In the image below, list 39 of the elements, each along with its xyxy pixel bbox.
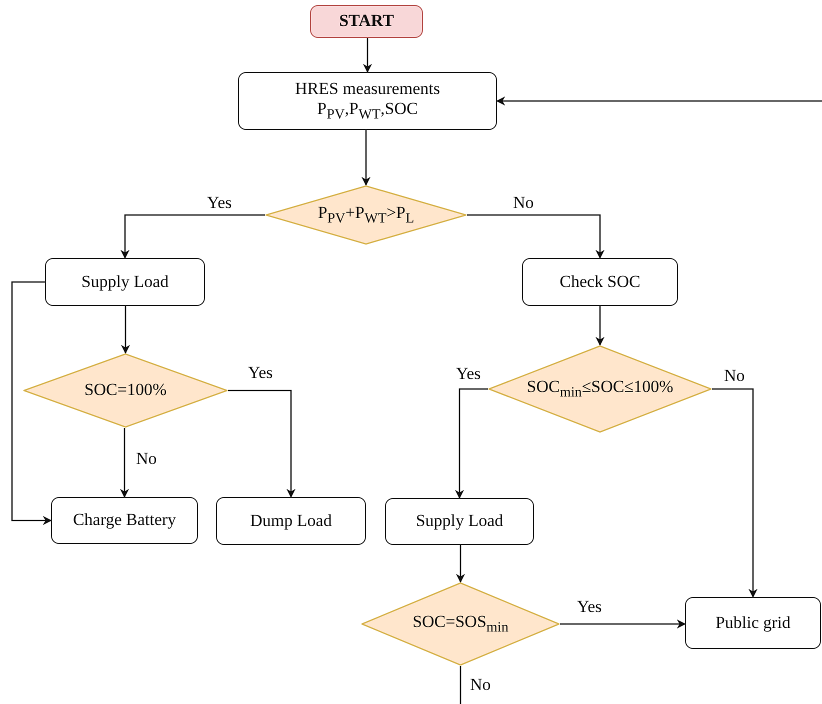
node-text: Public grid <box>715 612 791 634</box>
arrow <box>496 96 822 106</box>
decision-diamond <box>265 185 467 245</box>
process-box <box>216 497 366 545</box>
start-terminal <box>310 5 423 38</box>
node-text: START <box>339 11 394 32</box>
arrow <box>228 390 296 498</box>
node-text: Check SOC <box>560 272 640 292</box>
node-text: SOC$_{min}$≤SOC≤100% <box>526 376 674 402</box>
arrow <box>120 306 130 354</box>
arrow <box>11 281 52 526</box>
decision-diamond <box>488 345 712 433</box>
process-box <box>385 498 534 545</box>
node-text: SOC=100% <box>84 380 167 401</box>
process-box <box>238 72 497 130</box>
arrow <box>120 428 130 498</box>
arrow <box>454 388 488 499</box>
arrow <box>712 388 758 598</box>
process-box <box>685 597 821 649</box>
arrow <box>560 619 686 629</box>
arrow <box>120 214 265 259</box>
process-box <box>45 258 205 306</box>
node-text: HRES measurements <box>295 78 440 99</box>
node-text: Charge Battery <box>72 510 176 531</box>
process-box <box>51 497 198 544</box>
decision-diamond <box>23 353 228 428</box>
arrow <box>595 306 605 346</box>
process-box <box>522 258 678 306</box>
arrow <box>467 214 605 259</box>
arrow <box>456 545 466 583</box>
decision-diamond <box>361 582 560 666</box>
node-text: Dump Load <box>250 510 332 532</box>
node-text: Supply Load <box>81 272 169 292</box>
arrow <box>362 38 372 73</box>
arrow <box>361 130 371 186</box>
node-text: P$_{PV}$+P$_{WT}$>P$_{L}$ <box>318 202 414 228</box>
node-text: SOC=SOS$_{min}$ <box>412 612 508 636</box>
node-text: Supply Load <box>416 511 504 532</box>
node-text: P$_{PV}$,P$_{WT}$,SOC <box>317 99 418 124</box>
